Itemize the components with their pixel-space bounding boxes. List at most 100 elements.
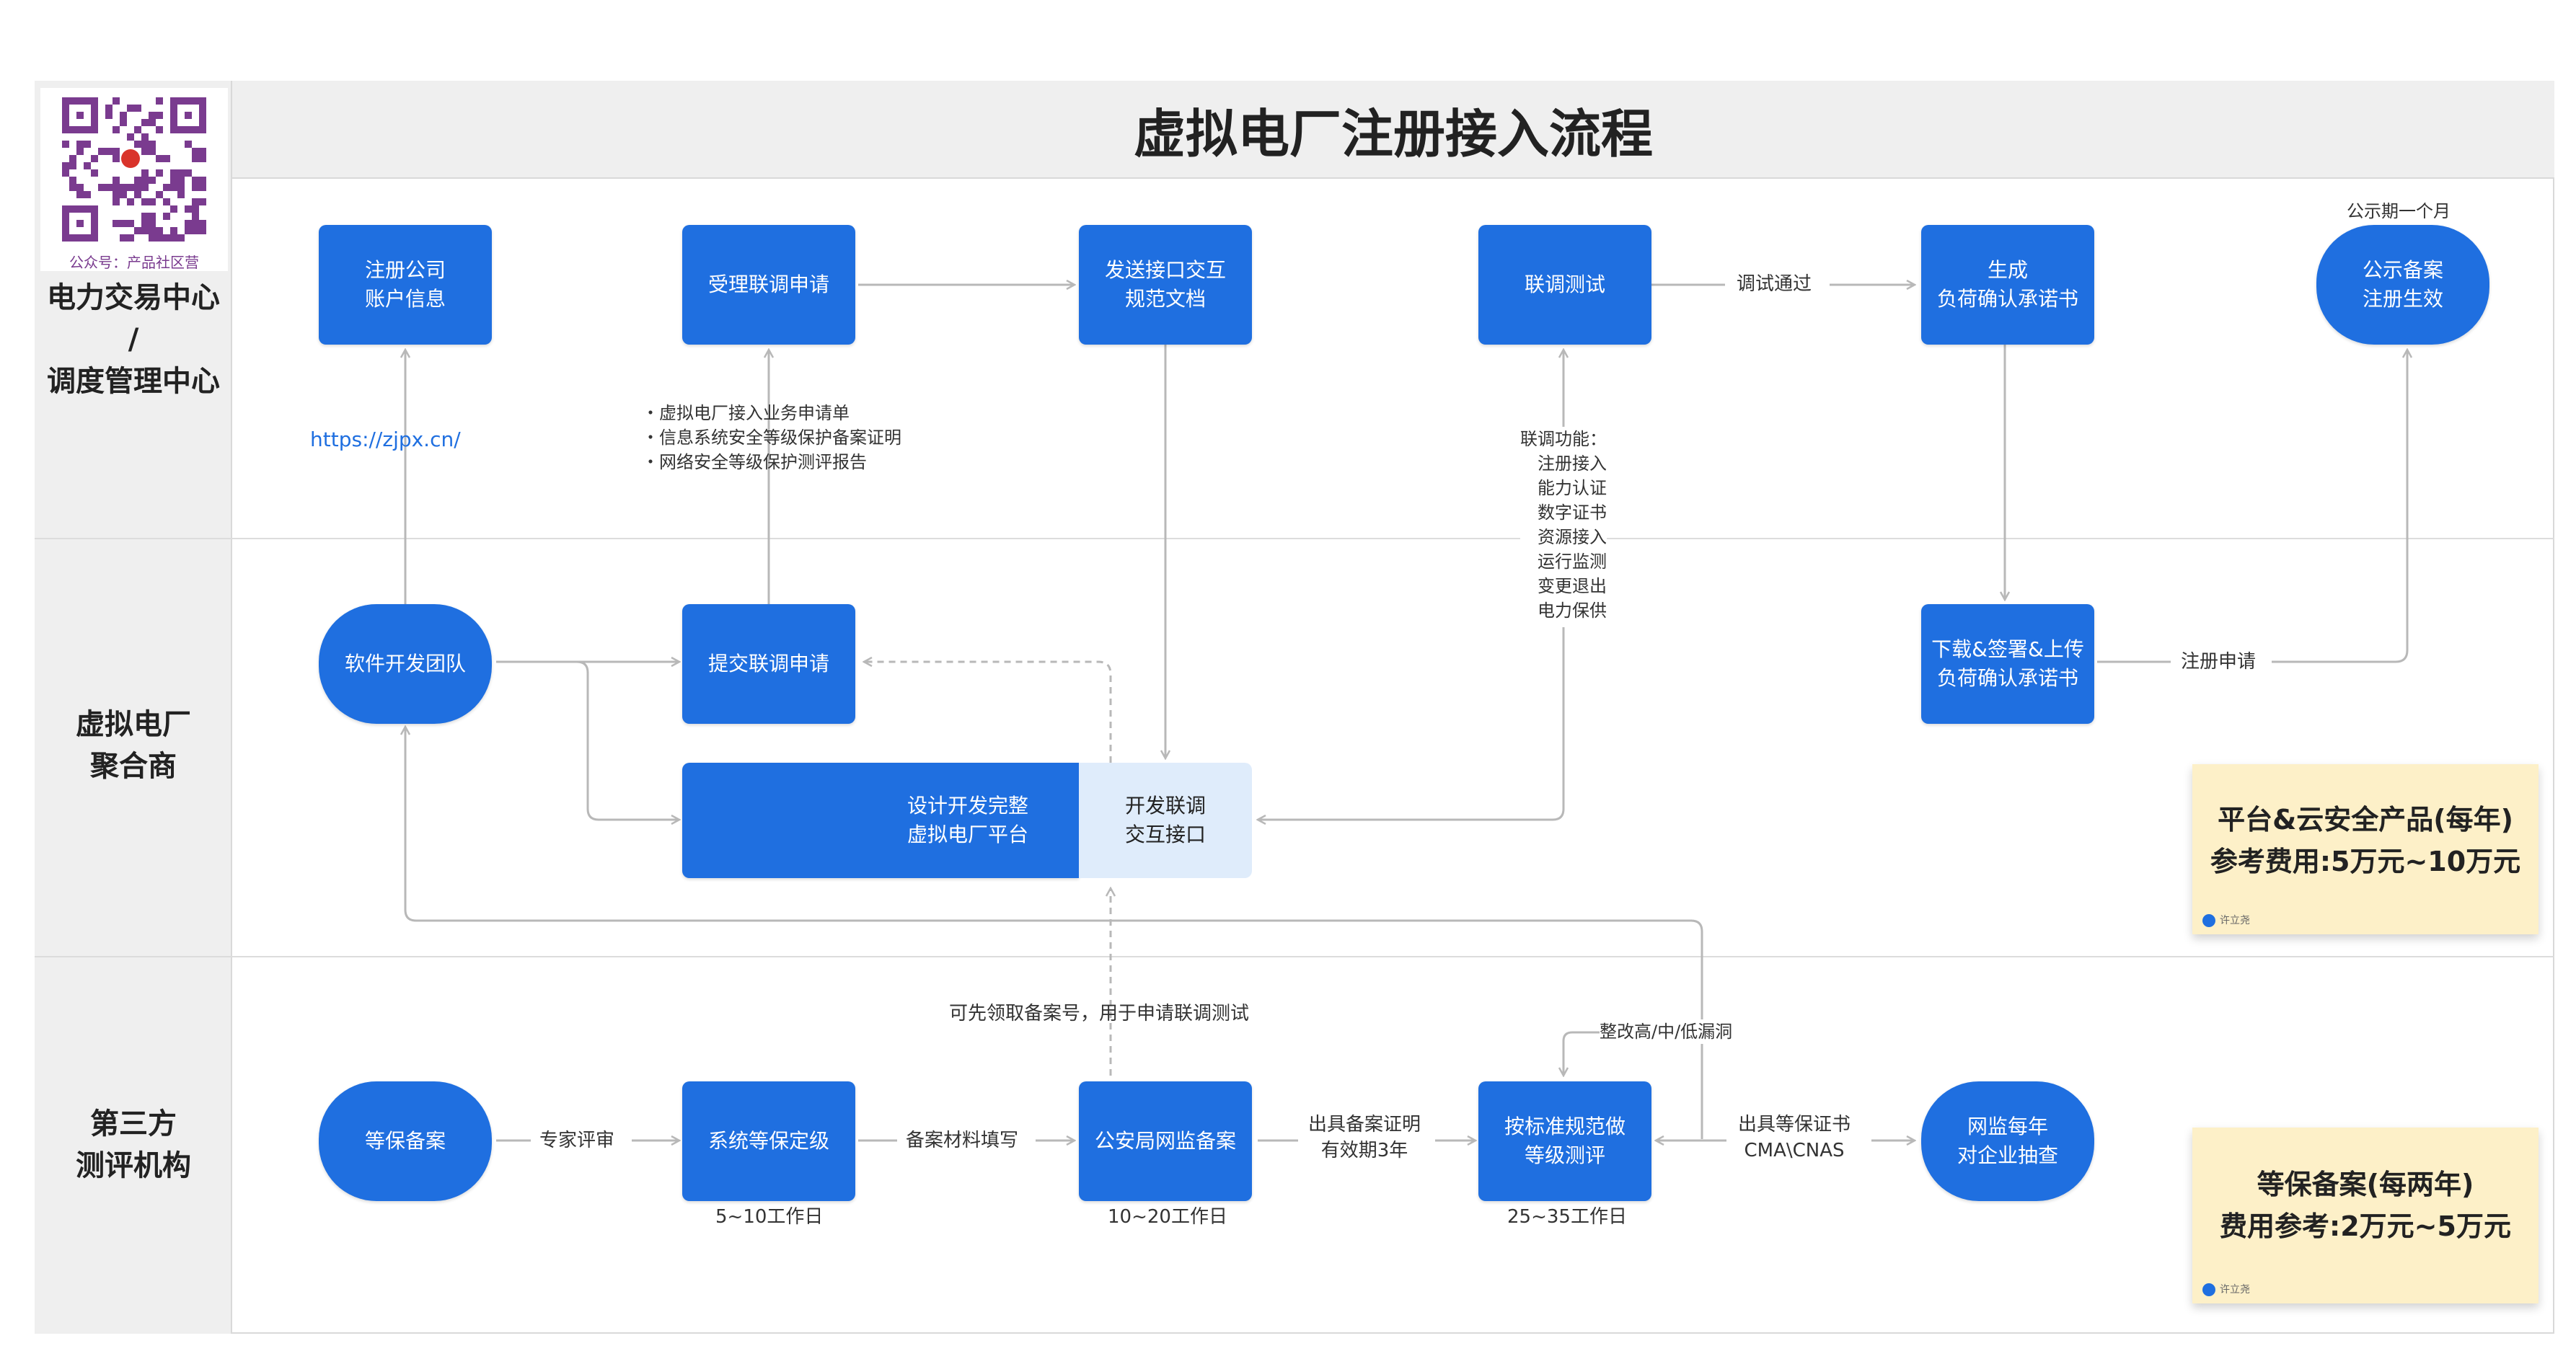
node-text: 生成 [1987,258,2028,282]
doc-item: ・网络安全等级保护测评报告 [642,452,867,472]
node-text: 系统等保定级 [707,1129,829,1153]
function-item: 数字证书 [1538,502,1607,523]
node-submit-application[interactable]: 提交联调申请 [682,604,855,724]
doc-item: ・信息系统安全等级保护备案证明 [642,428,901,448]
author-avatar-icon [2202,914,2215,927]
function-item: 变更退出 [1538,576,1607,596]
node-text: 对企业抽查 [1957,1143,2058,1167]
function-item: 联调功能： [1520,429,1607,449]
lane-label-line: 测评机构 [76,1149,191,1182]
node-dev-team[interactable]: 软件开发团队 [319,604,492,724]
arrow-devteam-to-design [496,660,679,820]
function-item: 运行监测 [1538,552,1607,572]
label-grade-certificate: 出具等保证书 CMA\CNAS [1738,1112,1851,1164]
function-item: 注册接入 [1538,453,1607,474]
node-text: 软件开发团队 [344,652,466,676]
node-send-interface-doc[interactable]: 发送接口交互规范文档 [1079,225,1252,345]
lane-label-line: / [128,323,139,356]
node-text: 虚拟电厂平台 [907,823,1028,846]
required-docs-list: ・虚拟电厂接入业务申请单 ・信息系统安全等级保护备案证明 ・网络安全等级保护测评… [642,401,901,474]
arrow-regapply-to-publicize [2272,350,2407,663]
label-register-apply: 注册申请 [2181,651,2257,673]
node-design-platform[interactable]: 设计开发完整虚拟电厂平台 [682,763,1079,878]
node-publicize-filing[interactable]: 公示备案注册生效 [2316,225,2489,345]
label-publicity-period: 公示期一个月 [2347,201,2451,221]
lane-header-column [35,81,232,1334]
label-days-police: 10~20工作日 [1108,1206,1227,1228]
dashed-arrow-iface-to-submit [864,662,1112,763]
node-grade-filing[interactable]: 等保备案 [319,1081,492,1201]
node-accept-application[interactable]: 受理联调申请 [682,225,855,345]
lane-label-line: 调度管理中心 [47,365,220,398]
label-fix-vulnerabilities: 整改高/中/低漏洞 [1600,1019,1733,1044]
node-text: 设计开发完整 [907,794,1028,818]
node-generate-commitment[interactable]: 生成负荷确认承诺书 [1921,225,2094,345]
page-title: 虚拟电厂注册接入流程 [1133,103,1653,164]
label-expert-review: 专家评审 [539,1130,615,1151]
node-text: 提交联调申请 [707,652,829,676]
node-text: 公安局网监备案 [1094,1129,1236,1153]
node-text: 账户信息 [364,287,446,311]
lane-label-line: 虚拟电厂 [76,708,191,741]
node-system-grading[interactable]: 系统等保定级 [682,1081,855,1201]
function-item: 资源接入 [1538,527,1607,547]
note-line: 参考费用:5万元~10万元 [2210,846,2521,877]
node-download-sign-upload[interactable]: 下载&签署&上传负荷确认承诺书 [1921,604,2094,724]
node-register-account[interactable]: 注册公司账户信息 [319,225,492,345]
node-text: 交互接口 [1124,823,1206,846]
lane-label-line: 第三方 [90,1107,177,1141]
author-name: 许立尧 [2220,915,2250,926]
lane-label-aggregator: 虚拟电厂 聚合商 [35,704,232,787]
qr-caption: 公众号：产品社区营 [69,254,199,271]
node-text: 注册生效 [2362,287,2443,311]
node-text: 按标准规范做 [1504,1115,1626,1138]
node-text: 等保备案 [364,1129,446,1153]
arrow-functions-to-iface [1258,627,1565,820]
arrow-loop-to-devteam [405,727,1703,1139]
label-filing-certificate: 出具备案证明 有效期3年 [1308,1112,1421,1164]
node-text: 等级测评 [1524,1143,1605,1167]
node-text: 负荷确认承诺书 [1936,287,2078,311]
node-text: 注册公司 [364,258,446,282]
node-grade-evaluation[interactable]: 按标准规范做等级测评 [1478,1081,1651,1201]
node-text: 受理联调申请 [707,273,829,296]
node-police-filing[interactable]: 公安局网监备案 [1079,1081,1252,1201]
label-days-sysgrade: 5~10工作日 [715,1206,824,1228]
lane-divider [35,538,2554,539]
note-line: 等保备案(每两年) [2257,1169,2474,1200]
node-text: 网监每年 [1967,1115,2048,1138]
label-days-eval: 25~35工作日 [1507,1206,1627,1228]
node-text: 联调测试 [1524,273,1605,296]
label-debug-pass: 调试通过 [1737,273,1812,295]
note-cloud-security-cost: 平台&云安全产品(每年) 参考费用:5万元~10万元 许立尧 [2192,764,2538,934]
label-filing-material: 备案材料填写 [906,1130,1019,1151]
lane-label-line: 聚合商 [90,750,177,783]
label-line: 出具等保证书 [1738,1114,1851,1135]
node-text: 发送接口交互 [1104,258,1226,282]
node-text: 规范文档 [1124,287,1206,311]
note-grade-filing-cost: 等保备案(每两年) 费用参考:2万元~5万元 许立尧 [2192,1128,2538,1303]
lane-label-third-party: 第三方 测评机构 [35,1103,232,1187]
node-text: 开发联调 [1124,794,1206,818]
function-item: 能力认证 [1538,478,1607,498]
node-text: 下载&签署&上传 [1931,637,2084,661]
node-text: 公示备案 [2362,258,2443,282]
lane-label-line: 电力交易中心 [47,281,220,314]
node-text: 负荷确认承诺书 [1936,666,2078,690]
registration-url[interactable]: https://zjpx.cn/ [310,428,461,451]
note-author: 许立尧 [2202,914,2250,927]
qr-code-icon [62,97,206,242]
qr-code [40,88,228,271]
node-dev-interface[interactable]: 开发联调交互接口 [1079,763,1252,878]
node-annual-inspection[interactable]: 网监每年对企业抽查 [1921,1081,2094,1201]
node-joint-test[interactable]: 联调测试 [1478,225,1651,345]
function-item: 电力保供 [1538,601,1607,621]
joint-functions-list: 联调功能： 注册接入 能力认证 数字证书 资源接入 运行监测 变更退出 电力保供 [1520,427,1607,623]
label-prefiling-note: 可先领取备案号，用于申请联调测试 [949,1003,1250,1024]
author-avatar-icon [2202,1283,2215,1296]
label-line: 有效期3年 [1320,1140,1408,1161]
note-author: 许立尧 [2202,1283,2250,1296]
title-bar: 虚拟电厂注册接入流程 [232,81,2554,179]
arrow-fix-loop [1563,1031,1702,1076]
